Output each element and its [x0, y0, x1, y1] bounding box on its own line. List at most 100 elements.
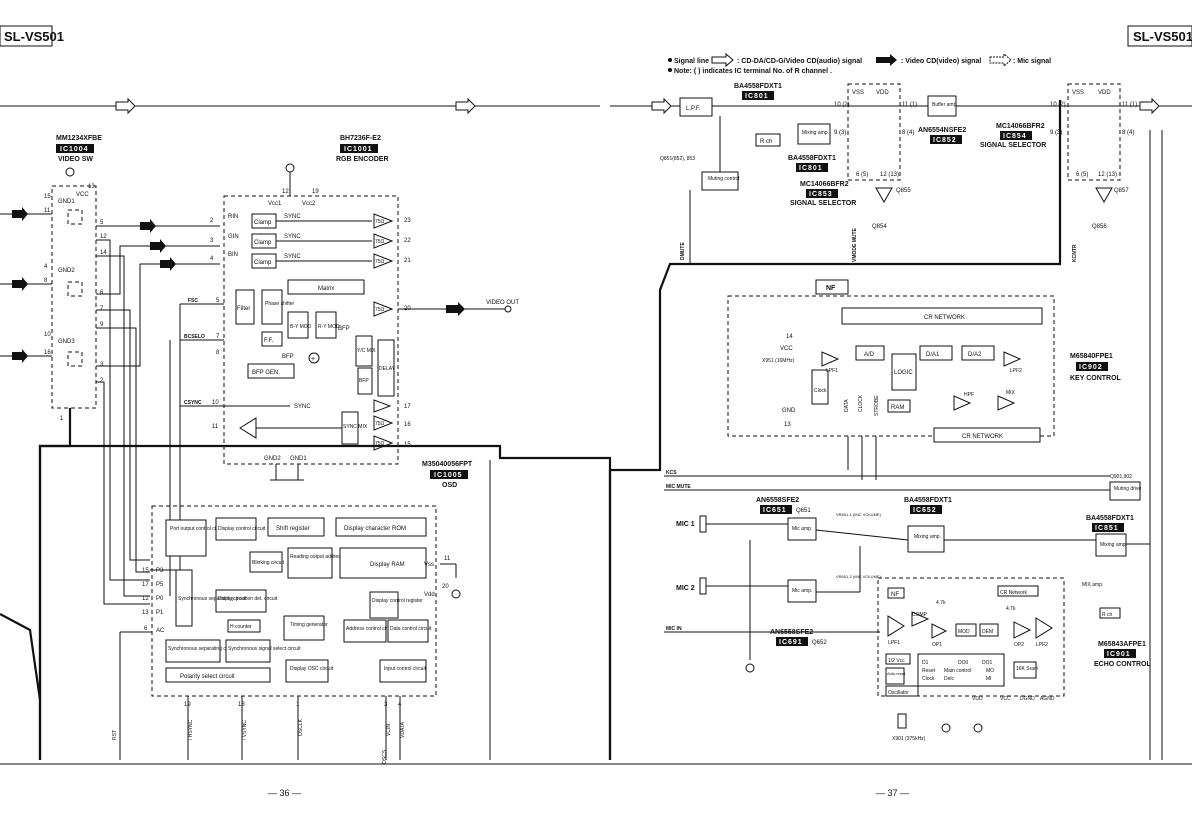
svg-text:P0: P0 — [156, 596, 164, 602]
svg-text:P5: P5 — [156, 582, 164, 588]
ic1004-badge: IC1004 — [60, 146, 89, 153]
ic852-part: AN6554NSFE2 — [918, 127, 966, 134]
svg-text:Display control register: Display control register — [372, 598, 423, 604]
svg-text:Clamp: Clamp — [254, 240, 272, 246]
svg-text:10: 10 — [212, 400, 219, 406]
ic1005-osd: M35040056FPT IC1005 OSD Port output cont… — [112, 461, 473, 764]
svg-text:BFP GEN.: BFP GEN. — [252, 370, 280, 376]
svg-text:D/A2: D/A2 — [968, 352, 982, 358]
svg-text:DELAY: DELAY — [379, 366, 396, 372]
svg-text:DEM: DEM — [982, 629, 993, 635]
svg-text:Port output control circuit: Port output control circuit — [170, 526, 226, 532]
svg-text:SIGNAL SELECTOR: SIGNAL SELECTOR — [790, 200, 856, 207]
ic801-part: BA4558FDXT1 — [734, 83, 782, 90]
svg-text:GND2: GND2 — [58, 268, 75, 274]
svg-text:6: 6 — [144, 626, 148, 632]
svg-text:L.P.F.: L.P.F. — [686, 106, 701, 112]
svg-text:DO1: DO1 — [982, 660, 993, 666]
svg-text:OSCLK: OSCLK — [298, 718, 304, 736]
svg-text:Display OSC circuit: Display OSC circuit — [290, 666, 334, 672]
svg-text:BIN: BIN — [228, 252, 238, 258]
svg-text:17: 17 — [142, 582, 149, 588]
legend-mic: : Mic signal — [1013, 58, 1051, 65]
svg-text:12: 12 — [100, 234, 107, 240]
svg-text:NF: NF — [891, 592, 899, 598]
ic1005-caption: OSD — [442, 482, 457, 489]
svg-text:VDD: VDD — [1098, 90, 1111, 96]
svg-text:BCSELO: BCSELO — [184, 334, 205, 340]
svg-text:Vcc2: Vcc2 — [302, 201, 316, 207]
svg-text:AC: AC — [156, 628, 165, 634]
svg-text:9 (3): 9 (3) — [834, 130, 846, 136]
svg-text:Display control circuit: Display control circuit — [218, 526, 266, 532]
svg-text:11: 11 — [444, 556, 451, 562]
video-arrow-icon — [12, 277, 28, 291]
legend-video: : Video CD(video) signal — [901, 58, 981, 65]
svg-text:Mixing amp.: Mixing amp. — [914, 534, 941, 540]
svg-text:VDATA: VDATA — [400, 721, 406, 738]
svg-text:CR Network: CR Network — [1000, 590, 1027, 596]
ic1004-video-switch: MM1234XFBE IC1004 VIDEO SW GND1 GND2 GND… — [0, 135, 220, 760]
svg-text:13: 13 — [142, 610, 149, 616]
ic902-badge: IC902 — [1079, 364, 1103, 371]
svg-text:VCC: VCC — [1000, 696, 1011, 702]
ic901-caption: ECHO CONTROL — [1094, 661, 1152, 668]
svg-text:DO0: DO0 — [958, 660, 969, 666]
svg-text:KCNTR: KCNTR — [1072, 244, 1078, 262]
svg-text:FSC: FSC — [188, 298, 198, 304]
ic691-badge: IC691 — [779, 639, 803, 646]
svg-text:P1: P1 — [156, 610, 164, 616]
video-arrow-icon — [140, 219, 156, 233]
svg-text:9: 9 — [100, 322, 104, 328]
ic651-badge: IC651 — [763, 507, 787, 514]
svg-text:7: 7 — [100, 306, 104, 312]
svg-text:4.7k: 4.7k — [1006, 606, 1016, 612]
audio-arrow-icon — [651, 97, 672, 115]
svg-text:14: 14 — [786, 334, 793, 340]
svg-text:LPF2: LPF2 — [1010, 368, 1022, 374]
svg-text:SYNC MIX: SYNC MIX — [343, 424, 368, 430]
ic854-part: MC14066BFR2 — [996, 123, 1045, 130]
svg-text:/ VSYNC: / VSYNC — [242, 720, 248, 740]
svg-text:LPF1: LPF1 — [826, 368, 838, 374]
svg-text:Vss: Vss — [424, 562, 434, 568]
svg-text:Q851(852), 853: Q851(852), 853 — [660, 156, 695, 162]
ic1005-badge: IC1005 — [434, 472, 463, 479]
svg-text:RST: RST — [112, 730, 118, 740]
svg-text:5: 5 — [100, 220, 104, 226]
svg-text:17: 17 — [404, 404, 411, 410]
svg-text:8 (4): 8 (4) — [902, 130, 914, 136]
svg-text:Display RAM: Display RAM — [370, 562, 405, 568]
svg-text:H counter: H counter — [230, 624, 252, 630]
svg-text:Q652: Q652 — [812, 640, 827, 646]
svg-text:R-Y MOD: R-Y MOD — [318, 324, 340, 330]
svg-text:Main control: Main control — [944, 668, 971, 674]
svg-text:/ HSYNC: / HSYNC — [188, 719, 194, 740]
svg-text:75Ω: 75Ω — [375, 421, 385, 427]
svg-text:Address control circuit: Address control circuit — [346, 626, 396, 632]
svg-text:Q651: Q651 — [796, 508, 811, 514]
svg-text:MOD: MOD — [958, 629, 970, 635]
legend-signal-line: Signal line — [674, 58, 709, 65]
svg-text:11: 11 — [212, 424, 219, 430]
svg-text:Synchronous separating circuit: Synchronous separating circuit — [178, 596, 247, 602]
svg-text:VR651-2 (MIC VOLUME): VR651-2 (MIC VOLUME) — [836, 574, 882, 579]
svg-text:8: 8 — [44, 278, 48, 284]
svg-text:75Ω: 75Ω — [375, 441, 385, 447]
ic652-part: BA4558FDXT1 — [904, 497, 952, 504]
svg-text:CLOCK: CLOCK — [858, 394, 864, 412]
svg-text:GIN: GIN — [228, 234, 239, 240]
svg-text:COMP: COMP — [912, 612, 928, 618]
svg-text:R ch: R ch — [760, 139, 772, 145]
svg-text:11: 11 — [44, 208, 51, 214]
audio-arrow-icon — [115, 97, 136, 115]
svg-text:LPF1: LPF1 — [888, 640, 900, 646]
svg-text:Reset: Reset — [922, 668, 936, 674]
svg-text:OP2: OP2 — [1014, 642, 1024, 648]
svg-text:MIX amp.: MIX amp. — [1082, 582, 1103, 588]
svg-text:11 (1): 11 (1) — [1122, 102, 1137, 108]
svg-text:Data control circuit: Data control circuit — [390, 626, 432, 632]
mic2-label: MIC 2 — [676, 585, 695, 592]
svg-text:RAM: RAM — [891, 405, 904, 411]
ic1001-badge: IC1001 — [344, 146, 373, 153]
